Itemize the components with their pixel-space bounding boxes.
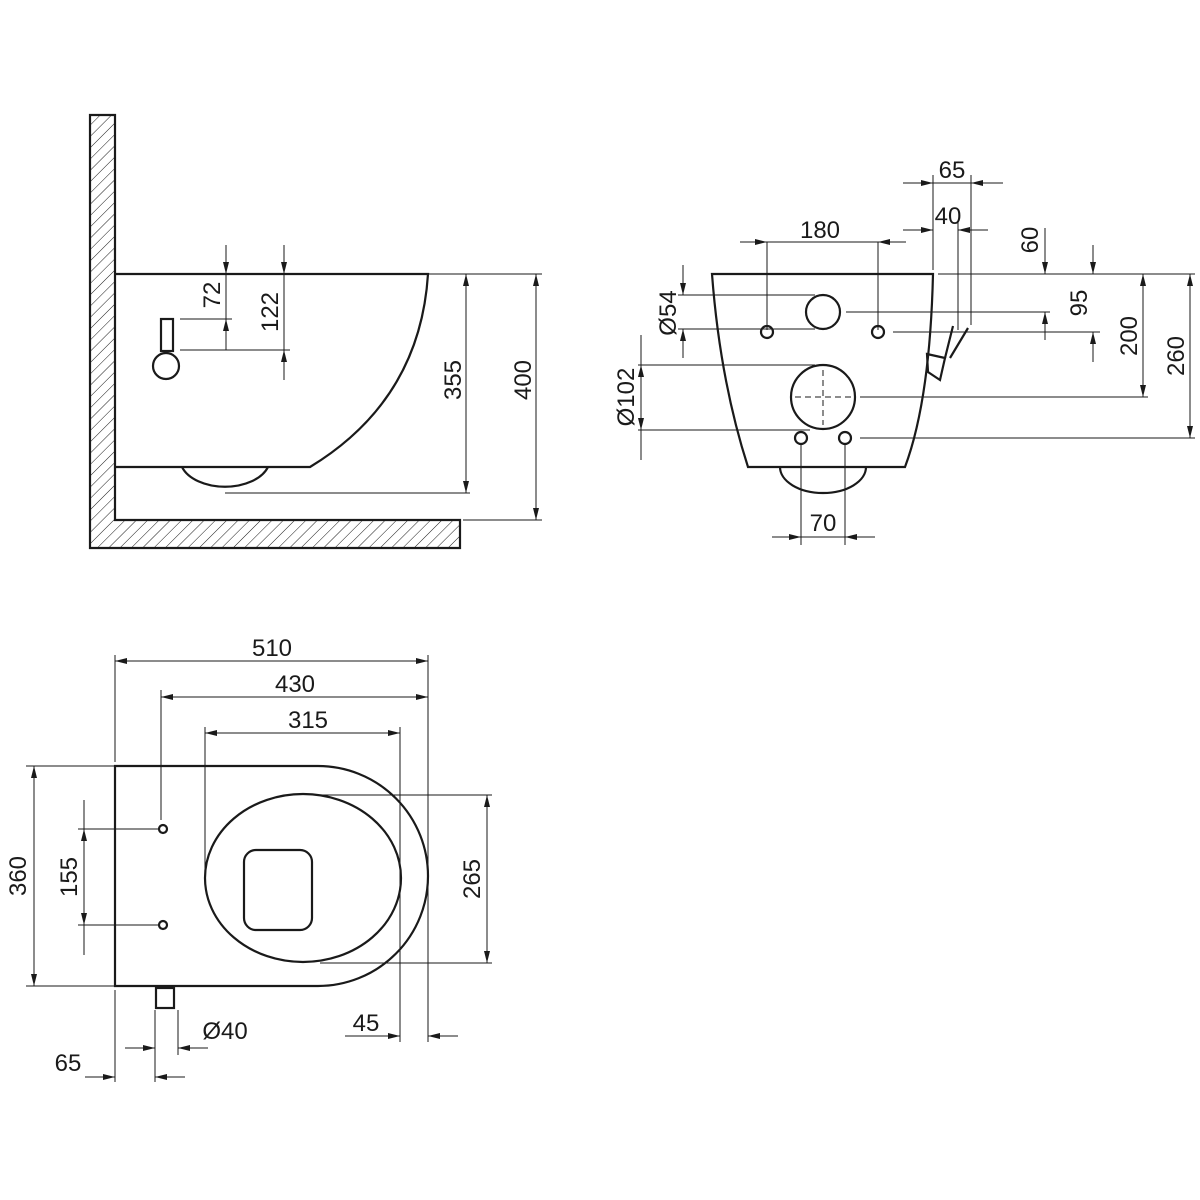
dim-315: 315 xyxy=(288,707,328,734)
inlet-connector xyxy=(154,986,176,1010)
bowl-profile xyxy=(115,272,430,469)
seat-opening xyxy=(203,792,403,964)
dim-60: 60 xyxy=(1017,227,1044,254)
fixing-hole xyxy=(793,430,809,446)
top-view: 510 430 315 360 155 265 45 Ø40 65 xyxy=(5,635,492,1082)
dim-265: 265 xyxy=(459,859,486,899)
dim-diameter-102: Ø102 xyxy=(613,368,640,427)
inlet-pipe xyxy=(159,317,175,353)
inlet-hole xyxy=(804,293,842,331)
dim-260: 260 xyxy=(1163,336,1190,376)
dim-155: 155 xyxy=(56,857,83,897)
dim-diameter-54: Ø54 xyxy=(655,290,682,335)
outlet-hole xyxy=(789,363,857,431)
dim-355: 355 xyxy=(440,360,467,400)
rear-view: 65 40 180 60 95 200 260 Ø54 Ø102 70 xyxy=(613,157,1195,545)
dim-360: 360 xyxy=(5,856,32,896)
dim-72: 72 xyxy=(199,282,226,309)
dim-180: 180 xyxy=(800,217,840,244)
valve xyxy=(925,325,969,382)
dim-510: 510 xyxy=(252,635,292,662)
bowl-base-arc xyxy=(181,466,269,488)
dim-200: 200 xyxy=(1116,316,1143,356)
dimension-lines xyxy=(26,655,492,1082)
side-view: 72 122 355 400 xyxy=(88,113,542,550)
fixing-hole xyxy=(837,430,853,446)
fixing-hole xyxy=(157,919,169,931)
dim-400: 400 xyxy=(510,360,537,400)
dim-45: 45 xyxy=(353,1010,380,1037)
dim-122: 122 xyxy=(257,292,284,332)
dim-430: 430 xyxy=(275,671,315,698)
dim-40: 40 xyxy=(935,203,962,230)
dim-65: 65 xyxy=(939,157,966,184)
base-arc xyxy=(778,466,868,495)
wall-hatch xyxy=(88,113,462,550)
bowl-opening xyxy=(242,848,314,932)
dim-65: 65 xyxy=(55,1050,82,1077)
dim-diameter-40: Ø40 xyxy=(202,1018,247,1045)
dimension-lines xyxy=(638,175,1195,545)
fixing-hole xyxy=(157,823,169,835)
bowl-outline xyxy=(710,272,935,469)
dim-70: 70 xyxy=(810,510,837,537)
dim-95: 95 xyxy=(1066,290,1093,317)
dimension-lines xyxy=(180,245,542,521)
inlet-connector xyxy=(151,351,181,381)
